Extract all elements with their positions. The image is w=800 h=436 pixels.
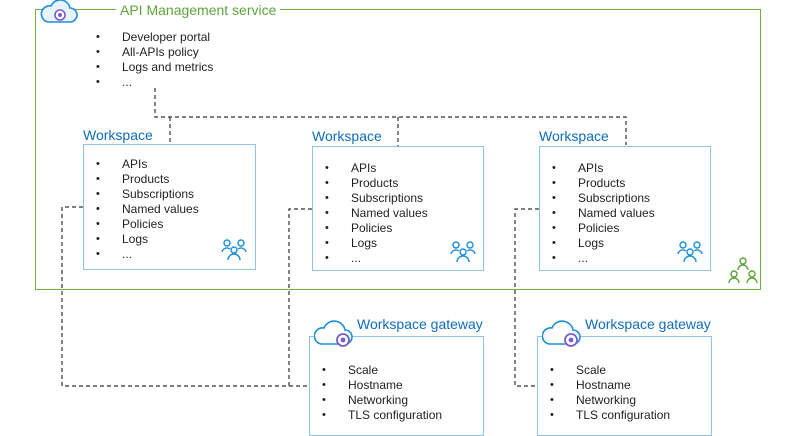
service-feature-list: Developer portal All-APIs policy Logs an…	[92, 30, 213, 90]
gateway-1-item-list: Scale Hostname Networking TLS configurat…	[318, 363, 442, 423]
list-item: Networking	[318, 393, 442, 408]
gateway-1-title: Workspace gateway	[357, 316, 483, 332]
service-title: API Management service	[116, 2, 281, 18]
connector-lines	[61, 88, 627, 387]
list-item: Hostname	[546, 378, 670, 393]
list-item: ...	[321, 251, 428, 266]
workspace-1-title: Workspace	[83, 127, 153, 143]
list-item: ...	[92, 75, 213, 90]
list-item: Logs	[321, 236, 428, 251]
list-item: Scale	[546, 363, 670, 378]
workspace-3-title: Workspace	[539, 128, 609, 144]
gateway-2-title: Workspace gateway	[585, 316, 711, 332]
list-item: Named values	[92, 202, 199, 217]
list-item: Subscriptions	[548, 191, 655, 206]
connector-workspace3-to-gateway2	[514, 208, 539, 387]
list-item: TLS configuration	[546, 408, 670, 423]
cloud-gateway-icon	[314, 320, 353, 347]
list-item: Policies	[92, 217, 199, 232]
workspace-1-box: APIs Products Subscriptions Named values…	[83, 144, 256, 270]
cloud-api-management-icon	[40, 0, 78, 23]
cloud-gateway-icon	[542, 320, 581, 347]
connector-workspace1-to-gateway1	[61, 206, 309, 387]
gateway-2-item-list: Scale Hostname Networking TLS configurat…	[546, 363, 670, 423]
workspace-2-title: Workspace	[312, 128, 382, 144]
list-item: Subscriptions	[92, 187, 199, 202]
hierarchy-users-icon	[728, 257, 758, 284]
workspace-3-box: APIs Products Subscriptions Named values…	[539, 146, 711, 271]
list-item: TLS configuration	[318, 408, 442, 423]
list-item: Products	[92, 172, 199, 187]
list-item: Products	[321, 176, 428, 191]
users-group-icon	[450, 241, 476, 263]
list-item: APIs	[92, 157, 199, 172]
workspace-3-item-list: APIs Products Subscriptions Named values…	[548, 161, 655, 266]
api-management-service-box: API Management service Developer portal …	[35, 2, 761, 290]
list-item: Hostname	[318, 378, 442, 393]
list-item: APIs	[321, 161, 428, 176]
list-item: ...	[548, 251, 655, 266]
connector-workspace2-to-gateway1	[288, 208, 312, 386]
users-group-icon	[221, 239, 247, 261]
users-group-icon	[677, 241, 703, 263]
list-item: APIs	[548, 161, 655, 176]
list-item: Products	[548, 176, 655, 191]
connector-service-to-workspaces	[154, 88, 627, 145]
list-item: Logs and metrics	[92, 60, 213, 75]
list-item: Logs	[92, 232, 199, 247]
list-item: Policies	[548, 221, 655, 236]
list-item: All-APIs policy	[92, 45, 213, 60]
list-item: Named values	[321, 206, 428, 221]
list-item: Policies	[321, 221, 428, 236]
workspace-1-item-list: APIs Products Subscriptions Named values…	[92, 157, 199, 262]
list-item: ...	[92, 247, 199, 262]
workspace-2-item-list: APIs Products Subscriptions Named values…	[321, 161, 428, 266]
list-item: Logs	[548, 236, 655, 251]
list-item: Developer portal	[92, 30, 213, 45]
list-item: Scale	[318, 363, 442, 378]
list-item: Networking	[546, 393, 670, 408]
list-item: Subscriptions	[321, 191, 428, 206]
workspace-2-box: APIs Products Subscriptions Named values…	[312, 146, 484, 271]
list-item: Named values	[548, 206, 655, 221]
